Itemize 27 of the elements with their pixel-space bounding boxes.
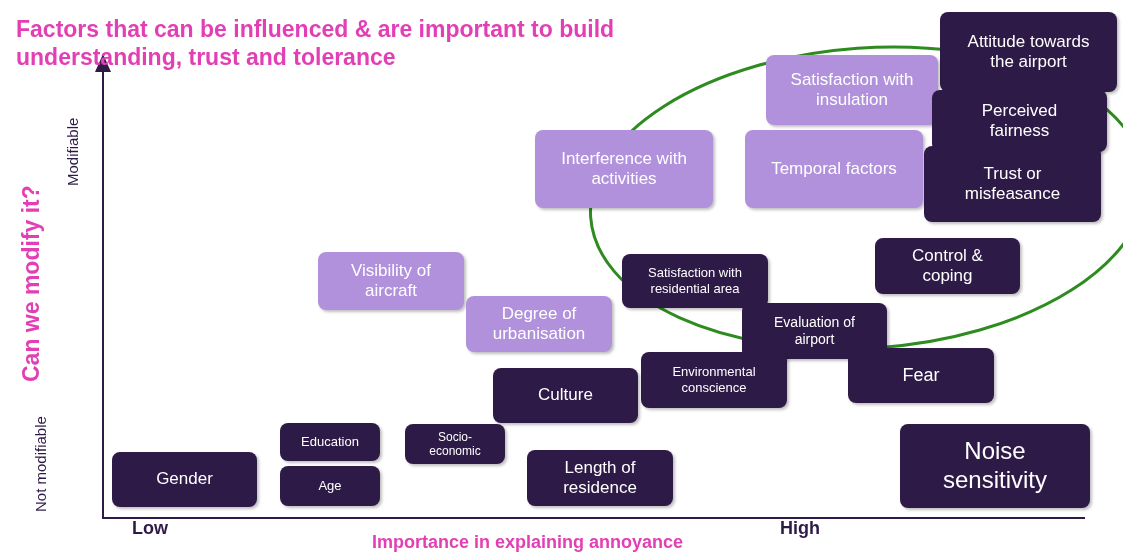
title: Factors that can be influenced & are important to build understanding, trust and tolerance [16,16,616,72]
axis-end-label: High [780,518,820,539]
factor-box: Length of residence [527,450,673,506]
factor-box: Trust or misfeasance [924,146,1101,222]
factor-box: Gender [112,452,257,507]
factor-box: Education [280,423,380,461]
axis-title: Importance in explaining annoyance [372,532,684,553]
factor-box: Evaluation of airport [742,303,887,359]
modifiable-factor-box: Degree of urbanisation [466,296,612,352]
factor-box: Control & coping [875,238,1020,294]
factor-box: Age [280,466,380,506]
factor-box: Noise sensitivity [900,424,1090,508]
factor-box: Satisfaction with residential area [622,254,768,308]
modifiable-factor-box: Interference with activities [535,130,713,208]
axis-end-label: Low [132,518,168,539]
factor-box: Perceived fairness [932,90,1107,152]
factor-box: Environmental conscience [641,352,787,408]
factor-box: Socio-economic [405,424,505,464]
modifiable-factor-box: Satisfaction with insulation [766,55,938,125]
axis-title: Can we modify it? [18,185,45,382]
modifiable-factor-box: Temporal factors [745,130,923,208]
factor-box: Attitude towards the airport [940,12,1117,92]
factor-box: Fear [848,348,994,403]
axis-end-label: Modifiable [64,117,81,186]
factor-box: Culture [493,368,638,423]
modifiable-factor-box: Visibility of aircraft [318,252,464,310]
axis-end-label: Not modifiable [33,415,50,512]
